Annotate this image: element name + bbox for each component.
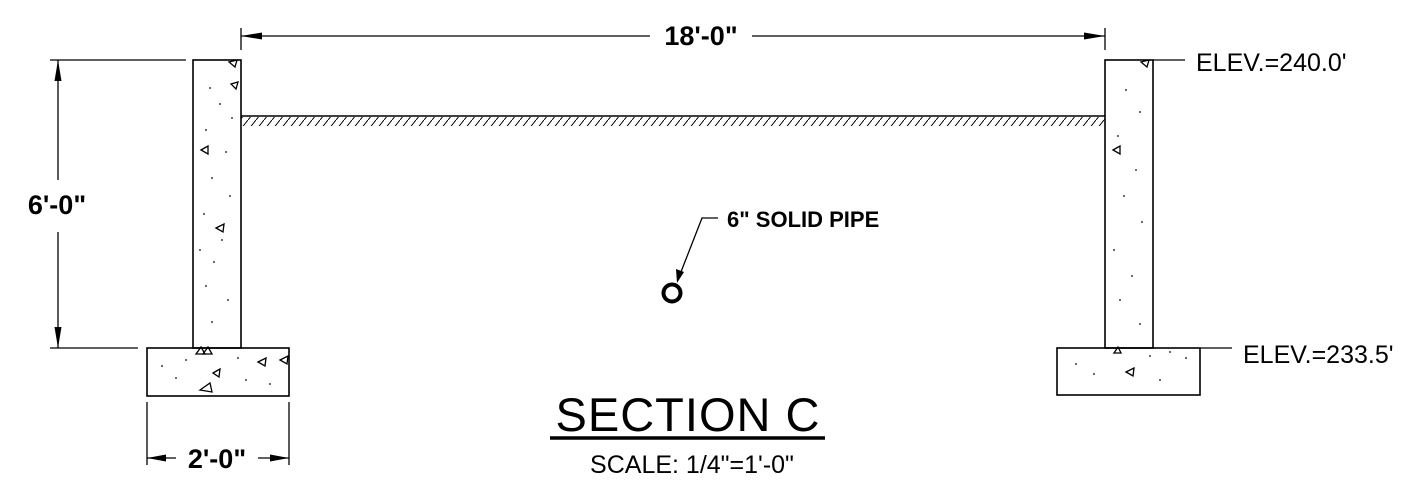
- elevation-top: ELEV.=240.0': [1153, 49, 1347, 77]
- pipe: 6" SOLID PIPE: [661, 207, 879, 304]
- right-wall-triangles: [1111, 59, 1150, 156]
- footing-width-label: 2'-0": [188, 444, 246, 474]
- footing-width-dimension: 2'-0": [146, 402, 290, 474]
- right-wall: [1104, 59, 1154, 349]
- left-footing-triangles: [194, 345, 289, 393]
- span-dimension: 18'-0": [240, 21, 1106, 51]
- scale-label: SCALE: 1/4"=1'-0": [590, 451, 794, 479]
- right-wall-aggregate: [1113, 89, 1143, 325]
- left-footing: [146, 345, 290, 397]
- span-dimension-label: 18'-0": [664, 21, 737, 51]
- pipe-label: 6" SOLID PIPE: [727, 207, 879, 232]
- section-title: SECTION C: [556, 388, 821, 441]
- grade-line: [241, 115, 1105, 126]
- elevation-bottom-label: ELEV.=233.5': [1243, 341, 1394, 369]
- title-block: SECTION C SCALE: 1/4"=1'-0": [550, 388, 825, 479]
- wall-height-dimension: 6'-0": [28, 59, 186, 349]
- right-footing: [1056, 345, 1201, 396]
- left-footing-aggregate: [161, 357, 271, 385]
- elevation-top-label: ELEV.=240.0': [1196, 49, 1347, 77]
- right-footing-triangles: [1112, 345, 1135, 378]
- left-wall-triangles: [199, 59, 239, 234]
- left-wall: [192, 59, 242, 349]
- elevation-bottom: ELEV.=233.5': [1200, 341, 1394, 369]
- wall-height-label: 6'-0": [28, 190, 86, 220]
- right-footing-aggregate: [1075, 351, 1187, 381]
- pipe-leader: [678, 217, 718, 278]
- pipe-icon: [661, 282, 683, 304]
- left-wall-aggregate: [199, 87, 233, 323]
